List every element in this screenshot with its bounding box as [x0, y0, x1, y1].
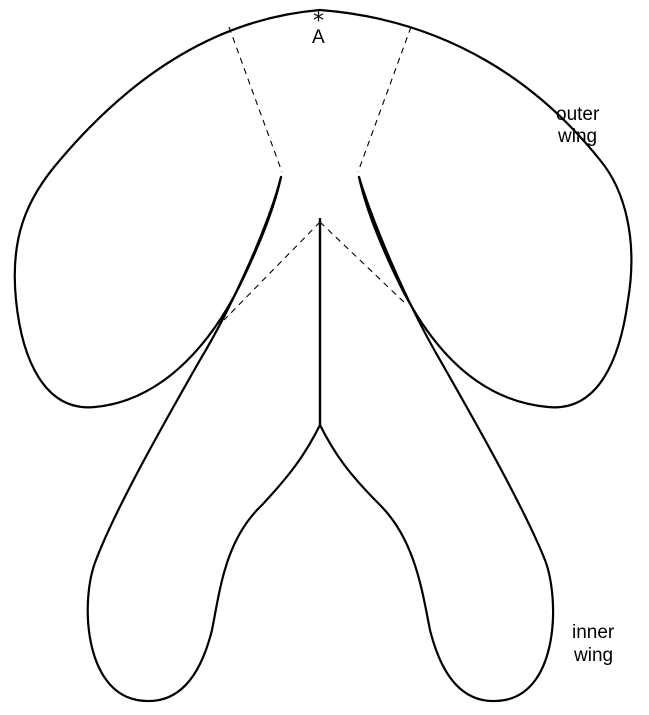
fold-line-top-right: [358, 27, 411, 172]
inner-wing-label-line1: inner: [572, 622, 615, 643]
outer-wing-label-line1: outer: [556, 104, 600, 125]
fold-line-top-left: [229, 27, 282, 172]
fold-line-center-left: [224, 222, 320, 320]
fold-line-center-right: [320, 222, 407, 305]
outer-wing-outline: [15, 10, 632, 407]
inner-wing-label-line2: wing: [573, 645, 613, 666]
point-a-label: A: [312, 27, 325, 48]
outer-wing-label-line2: wing: [557, 126, 597, 147]
